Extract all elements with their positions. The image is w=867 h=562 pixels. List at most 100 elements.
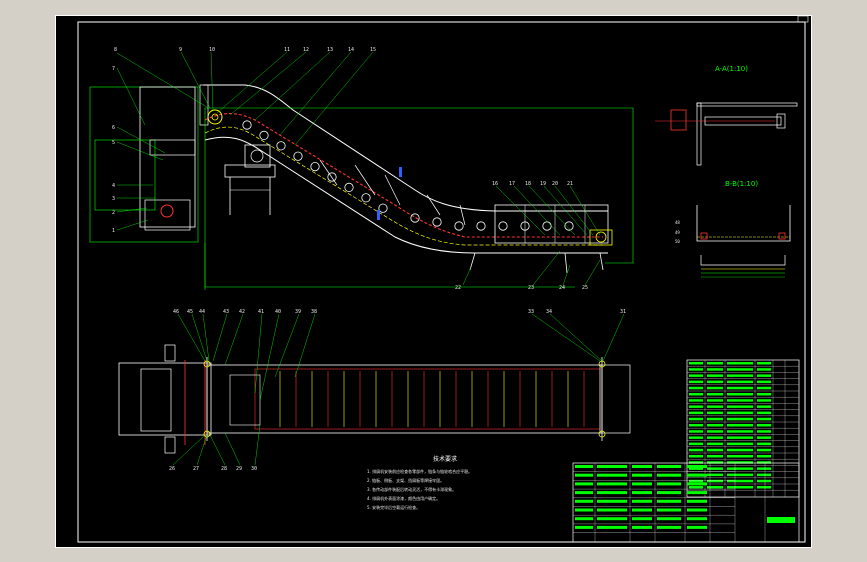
table-cell-text: [727, 430, 753, 433]
chain-lower: [204, 126, 603, 246]
chain-roller: [276, 141, 286, 151]
title-block-cell: [632, 525, 652, 529]
title-block-cell: [687, 465, 707, 468]
table-cell-text: [707, 430, 723, 433]
section-aa-title: A-A(1:10): [715, 65, 748, 73]
casing-bottom: [204, 136, 608, 254]
table-cell-text: [757, 473, 771, 477]
table-cell-text: [707, 411, 723, 415]
table-cell-text: [757, 442, 771, 446]
label-24: 24: [559, 285, 565, 291]
table-cell-text: [757, 430, 771, 433]
label-28: 28: [221, 466, 227, 472]
table-cell-text: [727, 411, 753, 415]
table-cell-text: [757, 448, 771, 452]
title-block-cell: [687, 508, 707, 512]
chain-rollers: [242, 120, 574, 231]
label-11: 11: [284, 47, 290, 53]
title-block-cell: [632, 499, 652, 503]
table-cell-text: [689, 362, 703, 365]
table-cell-text: [727, 479, 753, 483]
table-cell-text: [707, 442, 723, 446]
title-block-cell: [657, 473, 681, 477]
title-block-cell: [687, 473, 707, 477]
table-cell-text: [727, 393, 753, 396]
table-cell-text: [689, 374, 703, 377]
chain-roller: [498, 221, 508, 231]
label-21: 21: [567, 181, 573, 187]
table-cell-text: [757, 399, 771, 402]
section-bb-title: B-B(1:10): [725, 180, 758, 188]
title-block: [572, 462, 800, 543]
title-block-cell: [657, 465, 681, 468]
label-3: 3: [112, 196, 115, 202]
table-cell-text: [689, 417, 703, 421]
label-18: 18: [525, 181, 531, 187]
label-26: 26: [169, 466, 175, 472]
title-block-cell: [575, 525, 593, 529]
chain-roller: [293, 151, 303, 161]
parts-list-table: [686, 359, 800, 498]
chain-roller: [432, 217, 442, 227]
chain-roller: [259, 130, 269, 141]
table-cell-text: [727, 374, 753, 377]
title-block-cell: [632, 491, 652, 495]
table-cell-text: [689, 405, 703, 408]
label-43: 43: [223, 309, 229, 315]
label-6: 6: [112, 125, 115, 131]
table-cell-text: [707, 368, 723, 371]
section-aa-view: A-A(1:10): [655, 65, 798, 166]
label-40: 40: [275, 309, 281, 315]
label-44: 44: [199, 309, 205, 315]
table-cell-text: [727, 455, 753, 458]
table-cell-text: [757, 424, 771, 427]
table-cell-text: [689, 486, 703, 489]
table-cell-text: [689, 399, 703, 402]
table-cell-text: [757, 368, 771, 371]
label-9: 9: [179, 47, 182, 53]
table-cell-text: [757, 411, 771, 415]
title-block-cell: [687, 517, 707, 521]
chain-roller: [361, 193, 371, 203]
title-block-cell: [597, 491, 627, 495]
title-block-cell: [597, 473, 627, 477]
title-block-cell: [657, 499, 681, 503]
title-block-cell: [575, 517, 593, 521]
drawing-frame: [77, 21, 806, 543]
table-cell-text: [727, 486, 753, 489]
title-block-cell: [657, 508, 681, 512]
table-cell-text: [757, 386, 771, 390]
label-15: 15: [370, 47, 376, 53]
table-cell-text: [727, 461, 753, 464]
note-line-1: 1. 排屑机安装前应检查各零部件，链条与链轮啮合应平稳。: [367, 468, 472, 474]
note-line-3: 3. 各传动部件装配后转动灵活，不得有卡滞现象。: [367, 486, 456, 492]
notes-title: 技术要求: [433, 455, 457, 463]
title-block-cell: [575, 499, 593, 503]
table-cell-text: [689, 448, 703, 452]
label-46: 46: [173, 309, 179, 315]
elevation-view: [89, 51, 634, 290]
table-cell-text: [727, 362, 753, 365]
label-13: 13: [327, 47, 333, 53]
note-line-4: 4. 排屑机外表面涂漆，颜色由用户确定。: [367, 495, 440, 501]
table-cell-text: [757, 405, 771, 408]
chain-upper: [204, 113, 603, 238]
table-cell-text: [707, 455, 723, 458]
casing-top: [203, 84, 608, 212]
table-cell-text: [757, 486, 771, 489]
title-block-cell: [632, 465, 652, 468]
title-block-cell: [597, 525, 627, 529]
table-cell-text: [727, 405, 753, 408]
table-cell-text: [757, 417, 771, 421]
table-cell-text: [707, 362, 723, 365]
table-cell-text: [757, 461, 771, 464]
table-cell-text: [689, 479, 703, 483]
title-block-cell: [657, 491, 681, 495]
label-29: 29: [236, 466, 242, 472]
table-cell-text: [727, 424, 753, 427]
table-cell-text: [707, 374, 723, 377]
label-48: 48: [675, 220, 680, 225]
cad-drawing: 8 9 10 11 12 13 14 15 7 6 5 4 3 2 1 16 1…: [55, 15, 812, 548]
label-20: 20: [552, 181, 558, 187]
table-cell-text: [707, 424, 723, 427]
